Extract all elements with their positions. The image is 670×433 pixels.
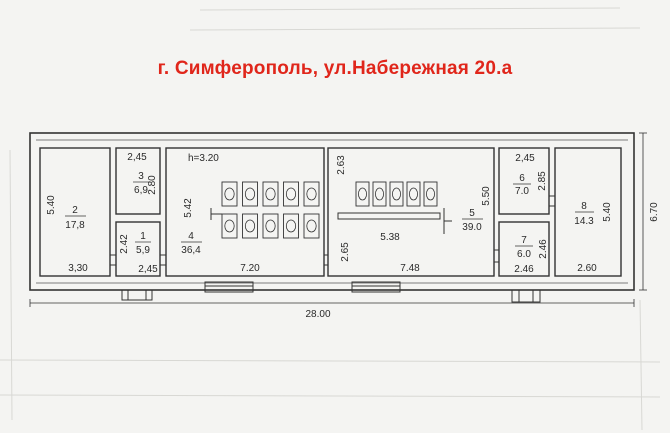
room-1-outline bbox=[115, 221, 161, 277]
svg-text:8: 8 bbox=[581, 201, 587, 212]
svg-text:17,8: 17,8 bbox=[65, 220, 85, 231]
seat-fixture-bowl bbox=[426, 187, 435, 201]
svg-text:6.0: 6.0 bbox=[517, 249, 531, 260]
seat-fixture-bowl bbox=[306, 187, 317, 201]
seat-fixture bbox=[372, 181, 387, 207]
room-7-outline bbox=[498, 221, 550, 277]
room-4-fixtures bbox=[221, 181, 320, 239]
door-openings bbox=[110, 195, 555, 266]
seat-fixture bbox=[262, 213, 279, 239]
room-2-outline bbox=[39, 147, 111, 277]
room-3-label: 3 6,9 bbox=[133, 171, 149, 196]
dimension-label: 2.46 bbox=[514, 264, 534, 275]
room-1-label: 1 5,9 bbox=[135, 231, 151, 256]
room-6-outline bbox=[498, 147, 550, 215]
seat-fixture bbox=[262, 181, 279, 207]
dimension-label: 2,45 bbox=[127, 152, 147, 163]
dimension-label: 2,45 bbox=[138, 264, 158, 275]
room-5-fixtures bbox=[355, 181, 438, 207]
seat-fixture-bowl bbox=[244, 187, 256, 201]
dimension-label: 2.80 bbox=[147, 175, 158, 195]
room-5-bench bbox=[337, 208, 452, 234]
svg-text:36,4: 36,4 bbox=[181, 245, 201, 256]
seat-fixture-bowl bbox=[358, 187, 367, 201]
room-8-outline bbox=[554, 147, 622, 277]
outer-wall bbox=[29, 132, 635, 291]
svg-text:3: 3 bbox=[138, 171, 144, 182]
seat-fixture-bowl bbox=[244, 219, 256, 233]
svg-text:7.0: 7.0 bbox=[515, 186, 529, 197]
seat-fixture-bowl bbox=[375, 187, 384, 201]
dimension-label: 7.48 bbox=[400, 263, 420, 274]
seat-fixture bbox=[303, 213, 320, 239]
room-2-label: 2 17,8 bbox=[65, 205, 86, 231]
svg-text:6,9: 6,9 bbox=[134, 185, 148, 196]
dimension-label: 28.00 bbox=[305, 309, 330, 320]
room-4-outline bbox=[165, 147, 325, 277]
room-5-outline bbox=[327, 147, 495, 277]
seat-fixture bbox=[303, 181, 320, 207]
svg-text:1: 1 bbox=[140, 231, 146, 242]
seat-fixture-bowl bbox=[285, 187, 297, 201]
overall-length-dimension bbox=[29, 299, 635, 307]
svg-text:7: 7 bbox=[521, 235, 527, 246]
dimension-label: 2.60 bbox=[577, 263, 597, 274]
dimension-label: 2.85 bbox=[537, 171, 548, 191]
room-5-label: 5 39.0 bbox=[462, 208, 483, 233]
seat-fixture-bowl bbox=[306, 219, 317, 233]
svg-text:2: 2 bbox=[72, 205, 78, 216]
dimension-label: 3,30 bbox=[68, 263, 88, 274]
room-4-label: 4 36,4 bbox=[181, 231, 202, 256]
dimension-label: 2.46 bbox=[538, 239, 549, 259]
seat-fixture bbox=[283, 213, 299, 239]
svg-text:4: 4 bbox=[188, 231, 194, 242]
room-4-wall-marker bbox=[210, 208, 222, 220]
seat-fixture-bowl bbox=[224, 219, 235, 233]
dimension-label: 5.42 bbox=[183, 198, 194, 218]
dimension-label: 2.42 bbox=[119, 234, 130, 254]
dimension-label: 2.65 bbox=[340, 242, 351, 262]
dimension-label: 5.38 bbox=[380, 232, 400, 243]
ceiling-height-label: h=3.20 bbox=[188, 153, 219, 164]
dimension-label: 2.63 bbox=[336, 155, 347, 175]
dimension-label: 5.40 bbox=[602, 202, 613, 222]
svg-text:5: 5 bbox=[469, 208, 475, 219]
seat-fixture-bowl bbox=[265, 187, 276, 201]
overall-width-dimension bbox=[639, 132, 647, 291]
dimension-label: 6.70 bbox=[649, 202, 660, 222]
dimension-label: 2,45 bbox=[515, 153, 535, 164]
dimension-label: 5.50 bbox=[481, 186, 492, 206]
background-scan-marks bbox=[0, 7, 661, 431]
seat-fixture-bowl bbox=[285, 219, 297, 233]
svg-text:39.0: 39.0 bbox=[462, 222, 482, 233]
seat-fixture bbox=[423, 181, 438, 207]
room-3-outline bbox=[115, 147, 161, 215]
seat-fixture bbox=[406, 181, 421, 207]
svg-text:6: 6 bbox=[519, 173, 525, 184]
room-7-label: 7 6.0 bbox=[515, 235, 533, 260]
dimension-label: 7.20 bbox=[240, 263, 260, 274]
entrance-steps bbox=[121, 281, 541, 303]
seat-fixture-bowl bbox=[392, 187, 401, 201]
seat-fixture bbox=[221, 181, 238, 207]
seat-fixture bbox=[389, 181, 404, 207]
seat-fixture-bowl bbox=[224, 187, 235, 201]
seat-fixture bbox=[221, 213, 238, 239]
seat-fixture bbox=[242, 181, 258, 207]
svg-text:5,9: 5,9 bbox=[136, 245, 150, 256]
seat-fixture-bowl bbox=[265, 219, 276, 233]
room-6-label: 6 7.0 bbox=[513, 173, 531, 197]
dimension-label: 5.40 bbox=[46, 195, 57, 215]
page-title: г. Симферополь, ул.Набережная 20.а bbox=[157, 58, 513, 79]
seat-fixture-bowl bbox=[409, 187, 418, 201]
seat-fixture bbox=[242, 213, 258, 239]
svg-text:14.3: 14.3 bbox=[574, 216, 594, 227]
seat-fixture bbox=[355, 181, 370, 207]
seat-fixture bbox=[283, 181, 299, 207]
room-8-label: 8 14.3 bbox=[574, 201, 594, 227]
